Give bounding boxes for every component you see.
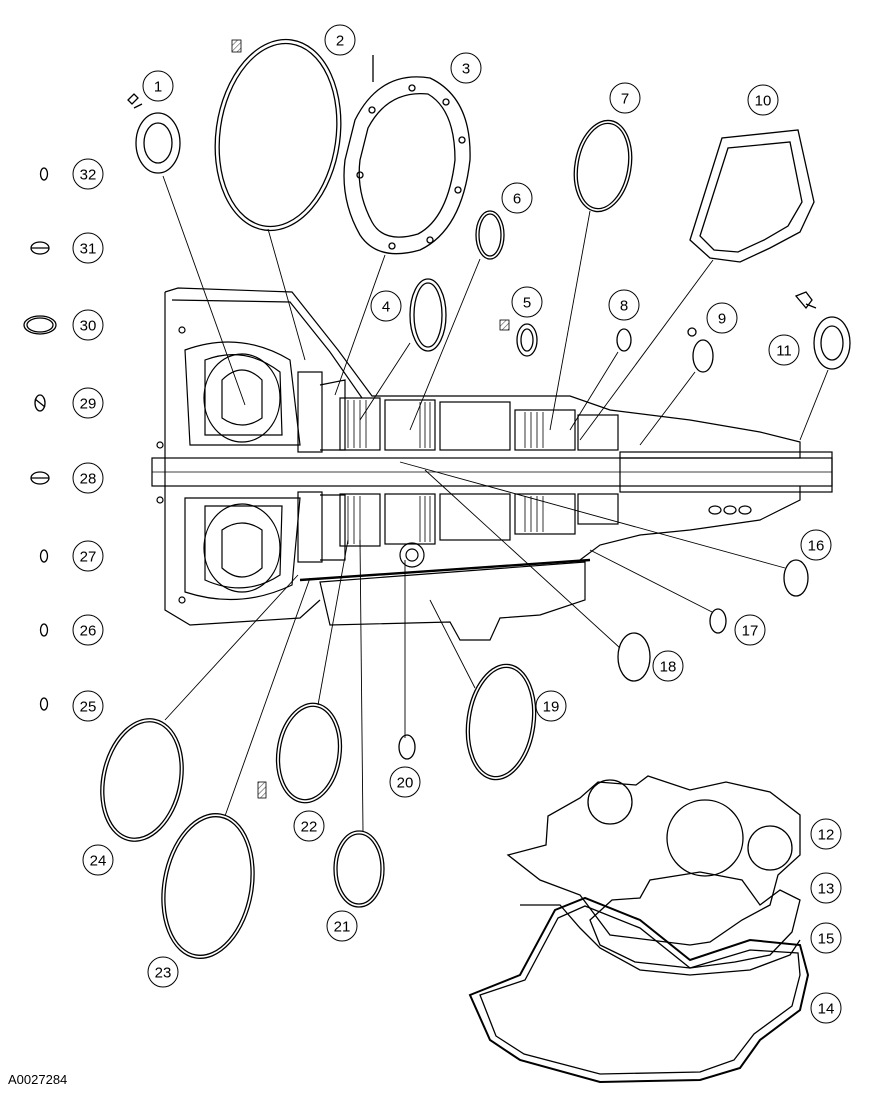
callout-circle-8 [608, 289, 640, 321]
figure-id-label: A0027284 [8, 1072, 68, 1087]
callout-label-16: 16 [808, 538, 825, 555]
part-seal-8 [616, 328, 632, 352]
callout-circle-28 [72, 462, 104, 494]
callout-label-15: 15 [818, 931, 835, 948]
small-parts-column [23, 167, 57, 711]
callout-label-8: 8 [620, 298, 628, 315]
callout-circle-25 [72, 690, 104, 722]
callout-label-23: 23 [155, 965, 172, 982]
callout-label-26: 26 [80, 623, 97, 640]
callout-circle-23 [147, 956, 179, 988]
callout-label-24: 24 [90, 853, 107, 870]
part-seal-16 [783, 559, 809, 597]
leader-lines [162, 175, 829, 833]
callout-circle-18 [652, 650, 684, 682]
transmission-assembly [151, 287, 833, 641]
part-rear-seal [813, 316, 851, 370]
callout-label-2: 2 [336, 33, 344, 50]
part-large-o-ring [214, 38, 342, 232]
callout-circle-24 [82, 844, 114, 876]
callout-circle-15 [810, 922, 842, 954]
callout-label-3: 3 [462, 61, 470, 78]
callout-label-13: 13 [818, 881, 835, 898]
callout-circle-4 [370, 290, 402, 322]
part-seal-5 [516, 323, 538, 357]
callout-circle-32 [72, 158, 104, 190]
callout-circle-29 [72, 387, 104, 419]
callout-circle-6 [501, 182, 533, 214]
callout-label-25: 25 [80, 699, 97, 716]
callout-circle-1 [142, 70, 174, 102]
callout-label-18: 18 [660, 659, 677, 676]
callout-label-19: 19 [543, 699, 560, 716]
callout-label-17: 17 [742, 623, 759, 640]
callout-circle-10 [747, 84, 779, 116]
callout-label-9: 9 [718, 311, 726, 328]
part-seal-22 [275, 702, 343, 804]
callout-label-11: 11 [776, 343, 792, 360]
callout-label-4: 4 [382, 299, 390, 316]
callout-label-14: 14 [818, 1001, 835, 1018]
part-seal-9 [692, 339, 714, 373]
callout-circle-9 [706, 302, 738, 334]
callout-circle-3 [450, 52, 482, 84]
callout-circle-11 [768, 334, 800, 366]
callout-label-21: 21 [334, 919, 351, 936]
part-extension-gasket [689, 129, 815, 263]
callout-label-32: 32 [80, 167, 97, 184]
callout-circle-13 [810, 872, 842, 904]
callout-label-22: 22 [301, 819, 318, 836]
valve-body-plates [468, 775, 810, 1084]
callout-circle-27 [72, 540, 104, 572]
callout-label-31: 31 [80, 241, 97, 258]
part-seal-7 [573, 119, 633, 213]
callout-circle-12 [810, 818, 842, 850]
callout-circle-7 [609, 82, 641, 114]
callout-circle-14 [810, 992, 842, 1024]
part-seal-23 [161, 813, 255, 959]
part-seal-18 [617, 632, 651, 682]
callout-label-27: 27 [80, 549, 97, 566]
callout-label-20: 20 [397, 775, 414, 792]
part-seal-20 [398, 734, 416, 760]
callout-circle-22 [293, 810, 325, 842]
part-seal-4 [409, 278, 447, 352]
callout-label-30: 30 [80, 318, 97, 335]
callout-label-12: 12 [818, 827, 835, 844]
callout-label-6: 6 [513, 191, 521, 208]
callout-label-7: 7 [621, 91, 629, 108]
callout-label-5: 5 [523, 295, 531, 312]
part-pump-gasket [343, 55, 471, 255]
callout-circle-20 [389, 766, 421, 798]
exploded-parts [23, 38, 851, 1084]
part-seal-21 [333, 830, 385, 908]
callout-circle-5 [511, 286, 543, 318]
part-seal-19 [465, 663, 537, 781]
part-front-seal [127, 93, 181, 174]
callout-circle-21 [326, 910, 358, 942]
part-seal-17 [709, 608, 727, 634]
callout-circle-30 [72, 309, 104, 341]
callout-label-29: 29 [80, 396, 97, 413]
callout-circle-16 [800, 529, 832, 561]
callout-label-28: 28 [80, 471, 97, 488]
callout-label-1: 1 [154, 79, 162, 96]
part-seal-6 [475, 210, 505, 260]
callout-circle-2 [324, 24, 356, 56]
part-seal-24 [100, 718, 184, 842]
callout-circle-17 [734, 614, 766, 646]
callout-circle-19 [535, 690, 567, 722]
callout-circle-31 [72, 232, 104, 264]
callout-circle-26 [72, 614, 104, 646]
callout-label-10: 10 [755, 93, 772, 110]
